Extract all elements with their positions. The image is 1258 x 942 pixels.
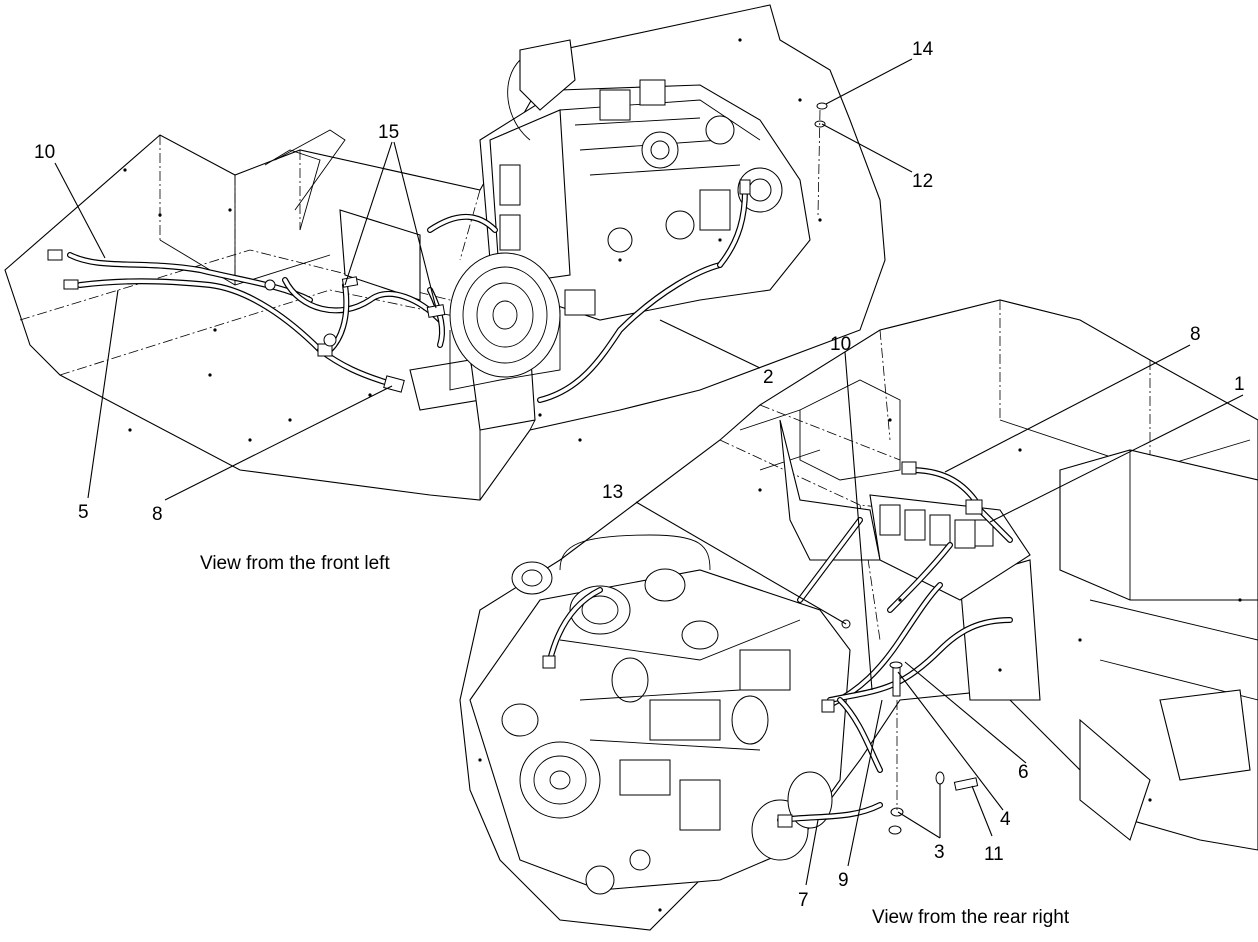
engine-front-left <box>449 39 811 391</box>
callout-2: 2 <box>763 367 774 388</box>
front-left-view <box>4 4 886 501</box>
caption-rear-right: View from the rear right <box>872 907 1070 928</box>
hoses-rear-right <box>542 461 1013 828</box>
callout-10-front: 10 <box>34 142 55 163</box>
engine-rear-right <box>469 534 851 895</box>
callout-12: 12 <box>912 171 933 192</box>
callout-3: 3 <box>934 842 945 863</box>
callout-10-rear: 10 <box>830 334 851 355</box>
callout-9: 9 <box>838 870 849 891</box>
callout-5: 5 <box>78 502 89 523</box>
callout-15: 15 <box>378 122 399 143</box>
callout-numbers: 10 15 14 12 2 5 8 10 8 1 13 6 4 11 3 9 7 <box>34 39 1245 911</box>
callout-4: 4 <box>1000 809 1011 830</box>
callout-7: 7 <box>798 890 809 911</box>
callout-8-front: 8 <box>152 504 163 525</box>
caption-front-left: View from the front left <box>200 553 390 574</box>
callout-14: 14 <box>912 39 934 60</box>
callout-1: 1 <box>1234 374 1245 395</box>
callout-6: 6 <box>1018 762 1029 783</box>
callout-13: 13 <box>602 482 623 503</box>
rear-right-view <box>459 299 1258 931</box>
callout-8-rear: 8 <box>1190 324 1201 345</box>
callout-11: 11 <box>984 844 1004 865</box>
leader-lines <box>54 58 1244 886</box>
